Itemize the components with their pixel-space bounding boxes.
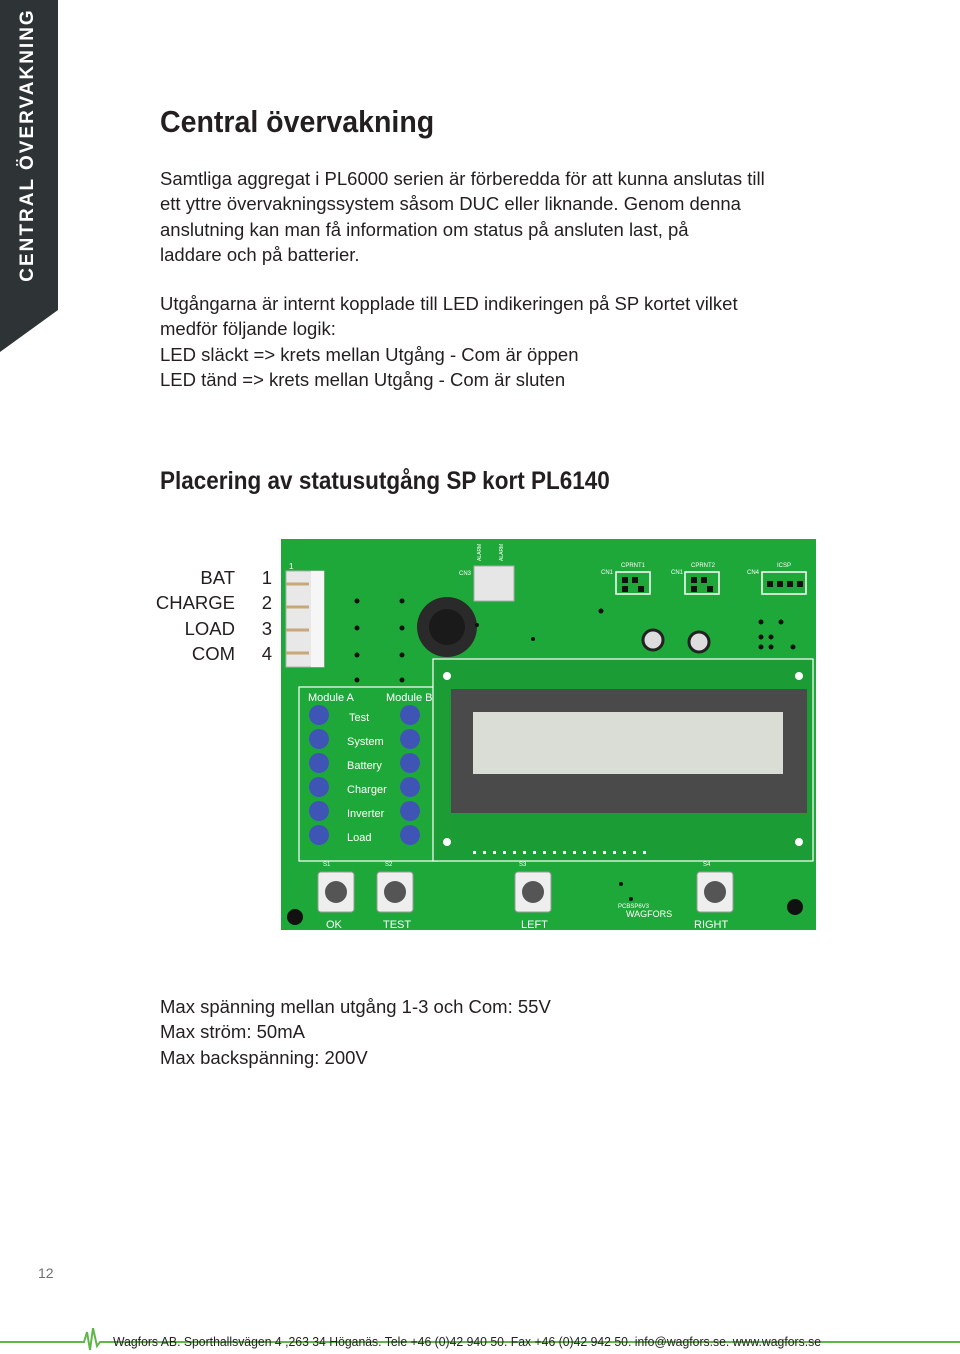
pin-number: 2 xyxy=(261,592,272,614)
pin-name: CHARGE xyxy=(155,592,235,614)
led-label: Load xyxy=(347,832,371,844)
button-label: LEFT xyxy=(521,919,548,930)
pcb-board-image: 1 CN3 ALARM ALARM CN1 CPRNT1 CN1 CPRNT2 … xyxy=(281,539,816,930)
led-label: Test xyxy=(349,712,369,724)
footer-heartbeat-line xyxy=(0,1328,960,1351)
pin-number: 4 xyxy=(261,642,272,664)
page-title: Central övervakning xyxy=(160,104,435,139)
intro-line: ett yttre övervakningssystem såsom DUC e… xyxy=(160,193,741,215)
logic-line: Utgångarna är internt kopplade till LED … xyxy=(160,293,738,314)
side-tab-shape xyxy=(0,0,58,352)
board-brand-label: WAGFORS xyxy=(626,909,672,919)
header-label: CN3 xyxy=(459,571,472,577)
module-a-label: Module A xyxy=(308,692,355,704)
header-label: CN1 xyxy=(671,570,684,576)
side-tab: CENTRAL ÖVERVAKNING xyxy=(0,0,58,352)
logic-line: LED tänd => krets mellan Utgång - Com är… xyxy=(160,368,566,390)
connector-pin-label: 1 xyxy=(289,562,294,571)
pin-number: 3 xyxy=(261,617,272,639)
pin-table: BAT 1 CHARGE 2 LOAD 3 COM 4 xyxy=(150,565,272,666)
module-b-label: Module B xyxy=(386,692,432,704)
lcd-pins xyxy=(473,851,646,854)
logic-line: LED släckt => krets mellan Utgång - Com … xyxy=(160,343,579,365)
spec-line: Max backspänning: 200V xyxy=(160,1046,368,1068)
intro-line: laddare och på batterier. xyxy=(160,243,360,265)
mount-hole xyxy=(787,899,803,915)
button-id: S2 xyxy=(385,862,393,868)
status-connector: 1 xyxy=(285,562,325,668)
led-label: Charger xyxy=(347,784,387,796)
logic-paragraph: Utgångarna är internt kopplade till LED … xyxy=(160,291,810,392)
alarm-label: ALARM xyxy=(499,544,505,561)
led-label: Inverter xyxy=(347,808,385,820)
logic-line: medför följande logik: xyxy=(160,318,336,340)
pin-name: COM xyxy=(191,642,235,664)
header-label: CN4 xyxy=(747,570,760,576)
button-label: OK xyxy=(326,919,343,930)
intro-line: Samtliga aggregat i PL6000 serien är för… xyxy=(160,168,765,189)
board-id-label: PCBSP6V3 xyxy=(618,904,650,910)
pcb-dots xyxy=(354,598,796,901)
pin-name: BAT xyxy=(200,567,235,588)
footer-contact: Wagfors AB. Sporthallsvägen 4 ,263 34 Hö… xyxy=(113,1334,822,1349)
ok-button: OK S1 xyxy=(317,862,355,930)
side-tab-label: CENTRAL ÖVERVAKNING xyxy=(17,8,38,282)
test-button: TEST S2 xyxy=(376,862,414,930)
header-label: CPRNT1 xyxy=(621,563,646,569)
header-label: CN1 xyxy=(601,570,614,576)
mount-hole xyxy=(287,909,303,925)
capacitor xyxy=(687,630,711,654)
lcd-screen xyxy=(473,712,783,774)
header-label: ICSP xyxy=(777,563,791,569)
spec-line: Max spänning mellan utgång 1-3 och Com: … xyxy=(160,996,551,1017)
specs-paragraph: Max spänning mellan utgång 1-3 och Com: … xyxy=(160,994,810,1070)
intro-line: anslutning kan man få information om sta… xyxy=(160,218,689,240)
intro-paragraph: Samtliga aggregat i PL6000 serien är för… xyxy=(160,166,810,267)
pin-number: 1 xyxy=(261,567,272,588)
led-column-a xyxy=(309,705,329,845)
capacitor xyxy=(641,628,665,652)
button-label: RIGHT xyxy=(694,919,729,930)
pin-row: BAT 1 xyxy=(150,565,272,590)
pin-row: CHARGE 2 xyxy=(150,590,272,615)
header-blocks: CN1 CPRNT1 CN1 CPRNT2 CN4 ICSP xyxy=(601,563,807,595)
right-button: RIGHT S4 xyxy=(694,862,734,930)
led-label: Battery xyxy=(347,760,382,772)
alarm-connector xyxy=(473,565,515,602)
pin-row: LOAD 3 xyxy=(150,616,272,641)
page-number: 12 xyxy=(38,1265,54,1281)
left-button: LEFT S3 xyxy=(514,862,552,930)
button-label: TEST xyxy=(383,919,411,930)
led-column-b xyxy=(400,705,420,845)
pin-name: LOAD xyxy=(184,617,235,639)
section-title: Placering av statusutgång SP kort PL6140 xyxy=(160,467,610,495)
spec-line: Max ström: 50mA xyxy=(160,1021,305,1043)
header-label: CPRNT2 xyxy=(691,563,716,569)
button-id: S4 xyxy=(703,862,711,868)
pin-row: COM 4 xyxy=(150,641,272,666)
alarm-label: ALARM xyxy=(477,544,483,561)
button-id: S1 xyxy=(323,862,331,868)
button-id: S3 xyxy=(519,862,527,868)
led-label: System xyxy=(347,736,384,748)
